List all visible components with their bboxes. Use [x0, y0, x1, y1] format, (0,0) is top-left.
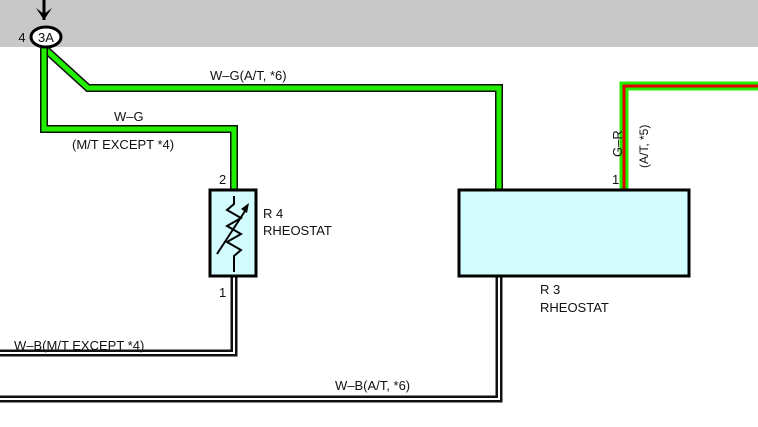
component-r4: 2 1 R 4 RHEOSTAT	[208, 172, 332, 300]
component-r3: 1 R 3 RHEOSTAT	[457, 172, 691, 315]
label-wg-mt-note: (M/T EXCEPT *4)	[72, 137, 174, 152]
wire-wg-at	[41, 45, 503, 190]
r3-id: R 3	[540, 282, 560, 297]
r4-pin-bottom: 1	[219, 285, 226, 300]
label-wg-at: W–G(A/T, *6)	[210, 68, 287, 83]
connector-id: 3A	[38, 30, 54, 45]
wire-wb-mt	[0, 276, 238, 357]
connector-pin: 4	[18, 30, 25, 45]
r3-body	[457, 188, 691, 278]
resistor-icon	[224, 196, 244, 272]
wire-wg-mt	[40, 48, 238, 190]
arrow-down-icon	[36, 8, 52, 20]
label-wb-mt: W–B(M/T EXCEPT *4)	[14, 338, 144, 353]
r4-id: R 4	[263, 206, 283, 221]
wire-wb-at	[0, 276, 503, 403]
r3-pin-top: 1	[612, 172, 619, 187]
variable-arrow-icon	[216, 207, 248, 255]
label-gr: G–R	[610, 130, 625, 157]
label-wg: W–G	[114, 109, 144, 124]
connector-3a: 3A 4	[18, 0, 63, 49]
r4-pin-top: 2	[219, 172, 226, 187]
connector-oval	[29, 25, 63, 49]
label-gr-note: (A/T, *5)	[637, 125, 651, 168]
wire-gr	[619, 81, 758, 190]
label-wb-at: W–B(A/T, *6)	[335, 378, 410, 393]
r3-name: RHEOSTAT	[540, 300, 609, 315]
variable-arrowhead-icon	[241, 203, 249, 213]
header-band	[0, 0, 758, 47]
r4-name: RHEOSTAT	[263, 223, 332, 238]
